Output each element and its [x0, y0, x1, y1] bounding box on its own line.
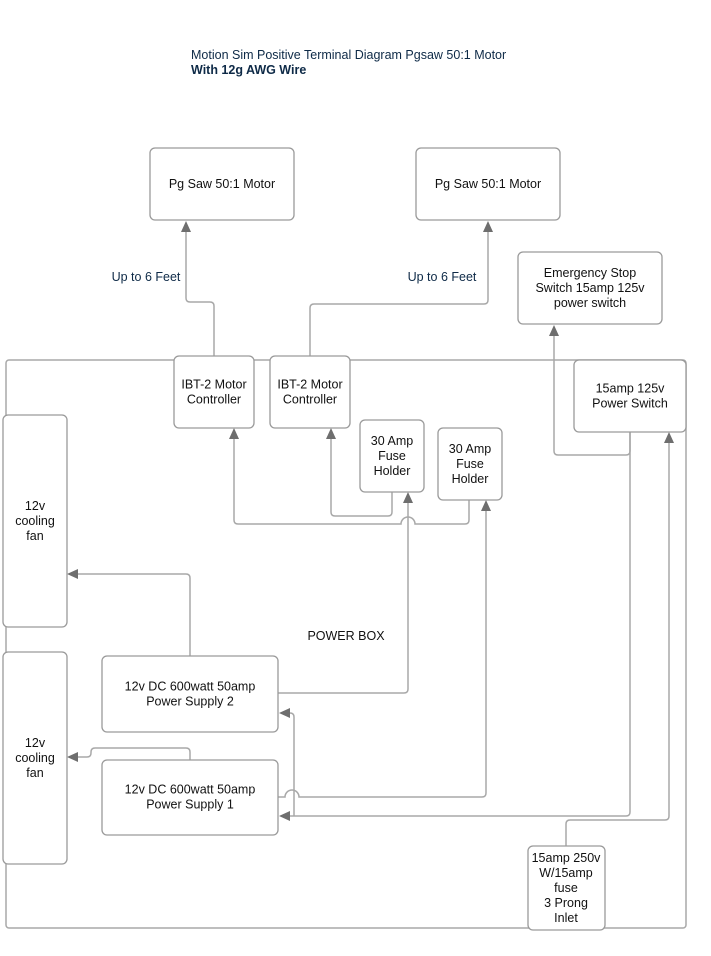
node-label-line: Holder — [452, 472, 489, 486]
node-label-line: 12v — [25, 736, 46, 750]
arrowhead-ibt2-right — [326, 428, 336, 439]
node-label-line: fan — [26, 766, 43, 780]
node-label-line: fan — [26, 529, 43, 543]
title-line-1: Motion Sim Positive Terminal Diagram Pgs… — [191, 48, 507, 62]
node-label: Pg Saw 50:1 Motor — [169, 177, 275, 191]
wire-psu2-to-fuse-left — [278, 500, 409, 694]
wire-fuse-left-to-ibt2-right — [330, 436, 393, 517]
node-label-line: W/15amp — [539, 866, 593, 880]
node-label-line: Inlet — [554, 911, 578, 925]
arrowhead-psu2 — [279, 708, 290, 718]
node-label-line: Power Supply 1 — [146, 798, 234, 812]
arrowhead-fan-bottom — [67, 752, 78, 762]
arrowhead-psu1 — [279, 811, 290, 821]
node-label: Pg Saw 50:1 Motor — [435, 177, 541, 191]
node-label-line: 3 Prong — [544, 896, 588, 910]
node-label-line: 12v DC 600watt 50amp — [125, 680, 256, 694]
node-label-line: 12v DC 600watt 50amp — [125, 783, 256, 797]
node-label-line: Controller — [283, 393, 337, 407]
node-label-line: Fuse — [456, 457, 484, 471]
wire-ibt2-right-to-motor-right — [309, 228, 489, 356]
node-label-line: cooling — [15, 751, 55, 765]
arrowhead-switch — [664, 432, 674, 443]
wire-psu2-to-fan-top — [75, 573, 191, 656]
wire-switch-to-psu1 — [286, 432, 631, 817]
power-box-label: POWER BOX — [307, 629, 385, 643]
node-label-line: Power Switch — [592, 397, 668, 411]
edge-label-left-motor: Up to 6 Feet — [112, 270, 181, 284]
node-label-line: fuse — [554, 881, 578, 895]
edge-label-right-motor: Up to 6 Feet — [408, 270, 477, 284]
title-line-2: With 12g AWG Wire — [191, 63, 307, 77]
node-motor-left[interactable]: Pg Saw 50:1 Motor — [149, 147, 295, 221]
node-label-line: Emergency Stop — [544, 266, 636, 280]
node-label-line: IBT-2 Motor — [181, 378, 246, 392]
arrowhead-motor-right — [483, 221, 493, 232]
node-label-line: Holder — [374, 464, 411, 478]
wire-bus-to-psu2 — [286, 712, 295, 816]
node-label-line: IBT-2 Motor — [277, 378, 342, 392]
node-label-line: Controller — [187, 393, 241, 407]
node-label-line: Power Supply 2 — [146, 695, 234, 709]
node-motor-right[interactable]: Pg Saw 50:1 Motor — [415, 147, 561, 221]
node-label-line: cooling — [15, 514, 55, 528]
power-box-container — [5, 359, 687, 929]
node-label-line: 12v — [25, 499, 46, 513]
node-label-line: power switch — [554, 296, 626, 310]
arrowhead-fuse-right — [481, 500, 491, 511]
wire-fuse-right-to-ibt2-left — [233, 436, 470, 525]
node-label-line: Fuse — [378, 449, 406, 463]
node-label-line: 30 Amp — [449, 442, 491, 456]
node-label-line: 15amp 250v — [532, 851, 602, 865]
diagram-title: Motion Sim Positive Terminal Diagram Pgs… — [191, 48, 506, 78]
wire-psu1-to-fuse-right — [278, 508, 487, 798]
node-label-line: 30 Amp — [371, 434, 413, 448]
arrowheads — [67, 221, 674, 821]
arrowhead-estop — [549, 325, 559, 336]
node-label-line: Pg Saw 50:1 Motor — [435, 177, 541, 191]
arrowhead-fuse-left — [403, 492, 413, 503]
wire-inlet-to-switch — [565, 440, 670, 846]
node-label-line: Pg Saw 50:1 Motor — [169, 177, 275, 191]
arrowhead-fan-top — [67, 569, 78, 579]
arrowhead-motor-left — [181, 221, 191, 232]
wire-psu1-to-fan-bottom — [75, 747, 191, 760]
node-label-line: 15amp 125v — [596, 382, 666, 396]
node-label-line: Switch 15amp 125v — [535, 281, 645, 295]
arrowhead-ibt2-left — [229, 428, 239, 439]
wire-ibt2-left-to-motor-left — [185, 228, 215, 356]
wires — [75, 228, 670, 846]
